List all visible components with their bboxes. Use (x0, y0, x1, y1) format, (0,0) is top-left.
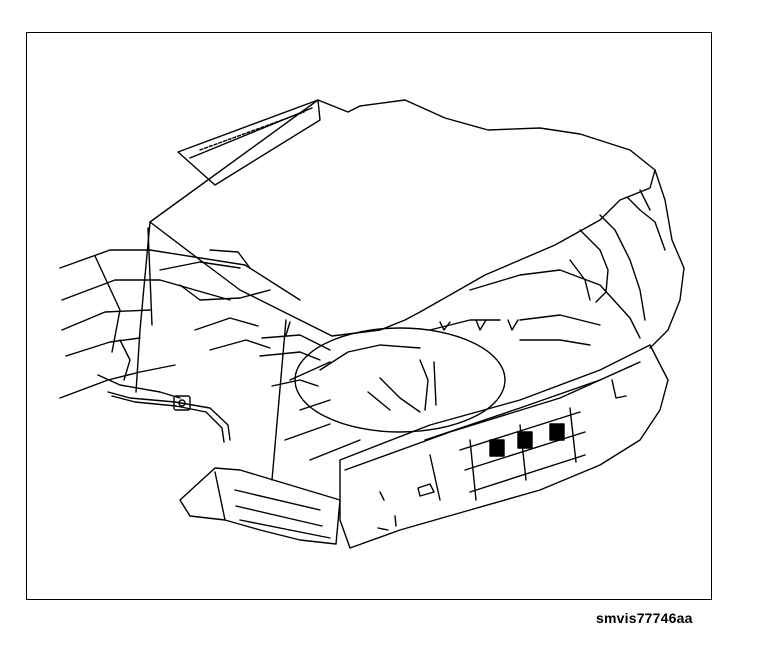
rear-end-panel (340, 345, 668, 548)
panel-leader-left (136, 222, 150, 392)
spare-tire-well (295, 328, 505, 432)
harness-cable (108, 392, 230, 440)
panel-front-flap (178, 100, 320, 185)
harness-clip (174, 396, 190, 410)
illustration-frame (26, 32, 712, 600)
trunk-floor-panel (150, 100, 655, 336)
panel-leader-right (272, 320, 286, 480)
left-bracket (180, 468, 340, 544)
figure-caption: smvis77746aa (596, 610, 693, 626)
